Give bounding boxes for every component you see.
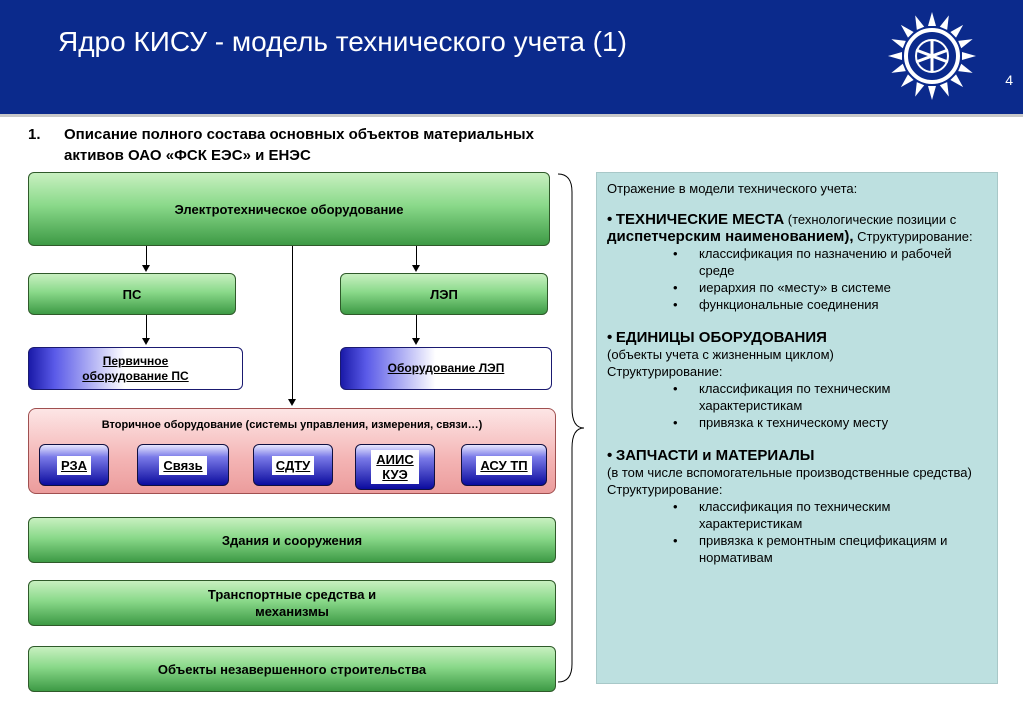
panel-intro: Отражение в модели технического учета:: [607, 181, 858, 196]
list-item: привязка к техническому месту: [607, 414, 987, 431]
rza-box: РЗА: [39, 444, 109, 486]
arrowhead-lep-equipment: [412, 338, 420, 345]
asu-tp-box: АСУ ТП: [461, 444, 547, 486]
arrow-electro-lep: [416, 246, 417, 266]
rza-label: РЗА: [56, 455, 92, 475]
transport-box: Транспортные средства и механизмы: [28, 580, 556, 626]
asu-tp-label: АСУ ТП: [476, 455, 532, 475]
section-1-title: ТЕХНИЧЕСКИЕ МЕСТА: [615, 211, 785, 228]
electro-equipment-label: Электротехническое оборудование: [174, 201, 404, 217]
lep-equipment-label: Оборудование ЛЭП: [387, 361, 505, 375]
company-logo-icon: [882, 10, 982, 102]
section-equipment-units: • ЕДИНИЦЫ ОБОРУДОВАНИЯ (объекты учета с …: [607, 329, 987, 431]
secondary-equipment-box: Вторичное оборудование (системы управлен…: [28, 408, 556, 494]
section-technical-places: • ТЕХНИЧЕСКИЕ МЕСТА (технологические поз…: [607, 211, 987, 313]
primary-ps-box: Первичное оборудование ПС: [28, 347, 243, 390]
arrow-electro-secondary: [292, 246, 293, 400]
transport-label: Транспортные средства и механизмы: [207, 587, 377, 619]
slide-header: Ядро КИСУ - модель технического учета (1…: [0, 0, 1023, 117]
secondary-equipment-label: Вторичное оборудование (системы управлен…: [101, 419, 483, 431]
section-1-desc-a: (технологические позиции с: [787, 212, 957, 227]
aiis-kue-box: АИИС КУЭ: [355, 444, 435, 490]
heading-number: 1.: [28, 126, 41, 143]
list-item: классификация по техническим характерист…: [607, 380, 987, 414]
section-3-title: ЗАПЧАСТИ и МАТЕРИАЛЫ: [615, 447, 815, 464]
section-3-desc-a: (в том числе вспомогательные производств…: [607, 465, 972, 480]
buildings-box: Здания и сооружения: [28, 517, 556, 563]
section-3-desc-b: Структурирование:: [607, 482, 723, 497]
primary-ps-label: Первичное оборудование ПС: [82, 353, 189, 383]
section-2-title: ЕДИНИЦЫ ОБОРУДОВАНИЯ: [615, 329, 827, 346]
ps-label: ПС: [122, 286, 142, 302]
arrow-lep-equipment: [416, 315, 417, 339]
list-item: функциональные соединения: [607, 296, 987, 313]
svyaz-label: Связь: [159, 455, 207, 475]
section-spare-parts: • ЗАПЧАСТИ и МАТЕРИАЛЫ (в том числе вспо…: [607, 447, 987, 566]
list-item: иерархия по «месту» в системе: [607, 279, 987, 296]
section-3-bullet: •: [607, 447, 613, 464]
section-1-desc-bold: диспетчерским наименованием),: [607, 228, 854, 245]
ps-box: ПС: [28, 273, 236, 315]
aiis-kue-label: АИИС КУЭ: [371, 450, 419, 484]
section-2-list: классификация по техническим характерист…: [607, 380, 987, 431]
slide-number: 4: [1005, 72, 1013, 88]
arrow-ps-primary: [146, 315, 147, 339]
lep-label: ЛЭП: [430, 286, 458, 302]
slide-title: Ядро КИСУ - модель технического учета (1…: [58, 26, 627, 57]
lep-box: ЛЭП: [340, 273, 548, 315]
section-3-list: классификация по техническим характерист…: [607, 498, 987, 566]
svyaz-box: Связь: [137, 444, 229, 486]
electro-equipment-box: Электротехническое оборудование: [28, 172, 550, 246]
lep-equipment-box: Оборудование ЛЭП: [340, 347, 552, 390]
list-item: классификация по техническим характерист…: [607, 498, 987, 532]
arrowhead-primary: [142, 338, 150, 345]
section-1-bullet: •: [607, 211, 613, 228]
arrowhead-ps: [142, 265, 150, 272]
arrow-electro-ps: [146, 246, 147, 266]
sdtu-box: СДТУ: [253, 444, 333, 486]
section-2-bullet: •: [607, 329, 613, 346]
heading-text: Описание полного состава основных объект…: [64, 126, 534, 164]
arrowhead-secondary: [288, 399, 296, 406]
construction-label: Объекты незавершенного строительства: [157, 661, 427, 677]
buildings-label: Здания и сооружения: [221, 532, 363, 548]
section-2-desc-a: (объекты учета с жизненным циклом): [607, 347, 834, 362]
list-item: классификация по назначению и рабочей ср…: [607, 245, 987, 279]
brace-bracket: [557, 173, 585, 683]
construction-box: Объекты незавершенного строительства: [28, 646, 556, 692]
arrowhead-lep: [412, 265, 420, 272]
model-description-panel: Отражение в модели технического учета: •…: [596, 172, 998, 684]
sdtu-label: СДТУ: [271, 455, 315, 475]
section-1-list: классификация по назначению и рабочей ср…: [607, 245, 987, 313]
section-2-desc-b: Структурирование:: [607, 364, 723, 379]
section-1-desc-b: Структурирование:: [857, 229, 973, 244]
list-item: привязка к ремонтным спецификациям и нор…: [607, 532, 987, 566]
